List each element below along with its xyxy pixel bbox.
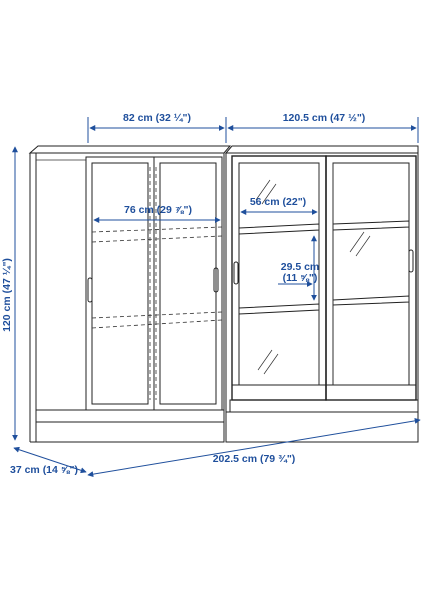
depth-label: 37 cm (14 ⅝"): [10, 464, 78, 476]
height-total-label: 120 cm (47 ¼"): [1, 258, 13, 332]
shelf-spacing-label-2: (11 ⅝"): [283, 272, 318, 284]
inner-right-label: 56 cm (22"): [250, 196, 306, 208]
width-total-label: 202.5 cm (79 ¾"): [213, 453, 296, 465]
width-left-label: 82 cm (32 ¼"): [123, 112, 191, 124]
inner-left-label: 76 cm (29 ⅞"): [124, 204, 192, 216]
right-cabinet: [224, 145, 419, 443]
shelf-spacing-label-1: 29.5 cm: [281, 261, 320, 273]
left-cabinet: [28, 145, 232, 443]
width-right-label: 120.5 cm (47 ½"): [283, 112, 366, 124]
dimension-lines: [12, 117, 421, 478]
